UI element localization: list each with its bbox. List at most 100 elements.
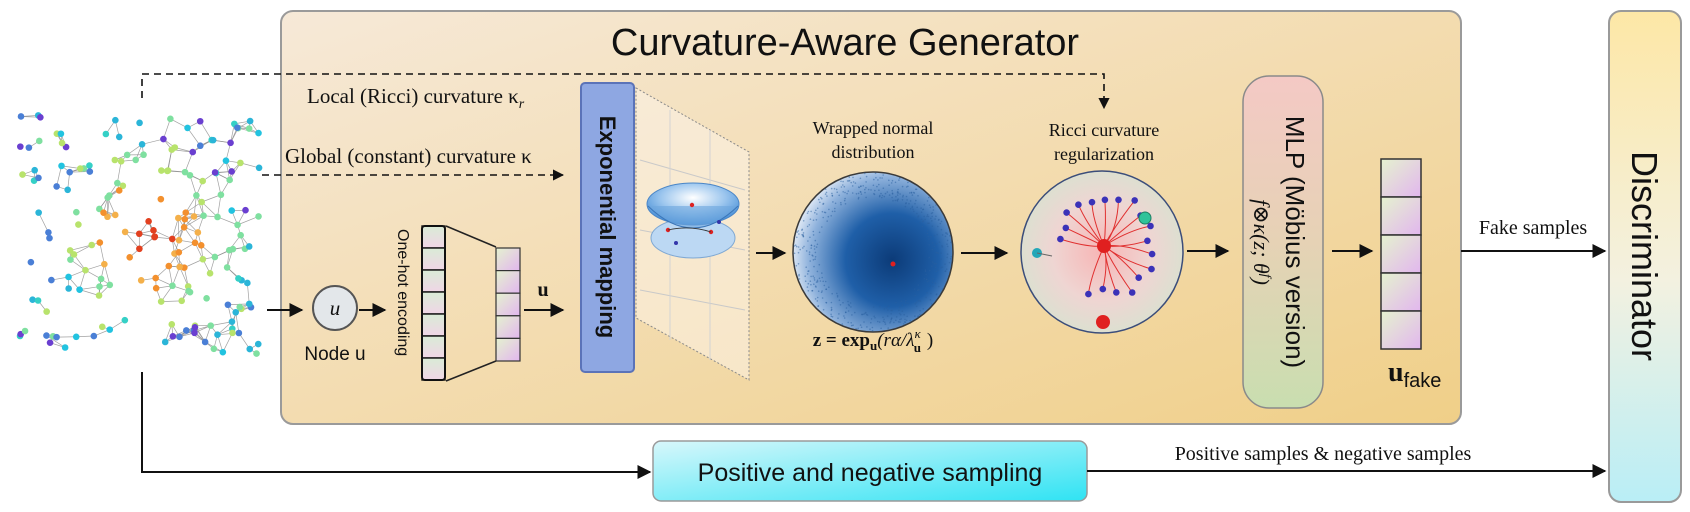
- graph-node: [245, 125, 253, 132]
- wrapped-sample: [924, 269, 927, 271]
- wrapped-sample: [809, 218, 812, 220]
- wrapped-sample: [932, 278, 935, 280]
- wrapped-sample: [891, 309, 893, 312]
- wrapped-sample: [914, 315, 916, 317]
- wrapped-sample: [844, 203, 847, 205]
- graph-node: [64, 186, 71, 194]
- graph-node: [43, 308, 50, 315]
- wrapped-sample: [937, 219, 940, 221]
- wrapped-sample: [930, 303, 933, 305]
- wrapped-sample: [940, 266, 942, 269]
- graph-node: [255, 164, 263, 172]
- wrapped-sample: [926, 280, 929, 283]
- wrapped-sample: [823, 284, 826, 287]
- wrapped-sample: [931, 248, 934, 251]
- wrapped-sample: [851, 192, 854, 194]
- wrapped-sample: [866, 326, 868, 328]
- one-hot-cell: [421, 269, 446, 293]
- wrapped-sample: [928, 244, 930, 246]
- wrapped-sample: [863, 313, 865, 316]
- wrapped-mean-point: [890, 261, 896, 267]
- graph-node: [19, 171, 26, 178]
- fake-embedding-cell: [1380, 234, 1422, 274]
- wrapped-sample: [875, 176, 877, 179]
- graph-node: [96, 239, 104, 246]
- graph-node: [196, 117, 204, 125]
- projection-line-bottom: [445, 360, 497, 382]
- wrapped-sample: [936, 233, 938, 236]
- graph-edge: [46, 335, 66, 348]
- wrapped-sample: [890, 317, 893, 320]
- wrapped-sample: [842, 191, 844, 193]
- wrapped-sample: [879, 194, 881, 197]
- wrapped-sample: [838, 313, 840, 315]
- wrapped-sample: [883, 308, 886, 310]
- wrapped-sample: [824, 193, 827, 195]
- wrapped-sample: [799, 248, 801, 251]
- wrapped-sample: [937, 225, 939, 228]
- wrapped-sample: [812, 259, 815, 261]
- graph-node: [75, 221, 82, 228]
- graph-node: [169, 282, 176, 290]
- wrapped-sample: [882, 174, 884, 176]
- wrapped-sample: [802, 220, 805, 222]
- graph-edge: [201, 201, 218, 218]
- u-vector-label: u: [537, 279, 548, 301]
- ricci-neighbor-node: [1085, 290, 1092, 298]
- wrapped-sample: [909, 319, 911, 322]
- wrapped-sample: [816, 213, 818, 215]
- wrapped-sample: [916, 212, 918, 215]
- graph-node: [214, 213, 221, 221]
- graph-edge: [186, 330, 206, 343]
- wrapped-sample: [847, 300, 849, 303]
- wrapped-sample: [861, 313, 863, 316]
- ricci-neighbor-node: [1075, 201, 1082, 208]
- wrapped-sample: [863, 321, 865, 323]
- wrapped-sample: [793, 252, 796, 255]
- wrapped-sample: [821, 290, 823, 292]
- wrapped-sample: [891, 189, 893, 192]
- wrapped-sample: [935, 251, 937, 254]
- wrapped-sample: [814, 251, 817, 254]
- wrapped-sample: [873, 315, 875, 318]
- wrapped-sample: [899, 318, 901, 321]
- graph-node: [76, 165, 84, 172]
- wrapped-sample: [896, 191, 899, 194]
- graph-edge: [104, 264, 111, 285]
- wrapped-sample: [825, 301, 827, 304]
- wrapped-sample: [905, 195, 908, 198]
- wrapped-sample: [910, 192, 913, 194]
- graph-edge: [163, 118, 171, 140]
- wrapped-sample: [915, 301, 918, 304]
- wrapped-sample: [881, 196, 883, 199]
- wrapped-sample: [900, 318, 902, 320]
- wrapped-sample: [905, 319, 908, 322]
- wrapped-sample: [904, 318, 906, 321]
- one-hot-frame: [421, 225, 446, 381]
- wrapped-sample: [924, 270, 927, 273]
- wrapped-sample: [914, 188, 917, 191]
- wrapped-sample: [814, 298, 817, 300]
- graph-node: [182, 327, 190, 334]
- wrapped-sample: [933, 262, 935, 265]
- wrapped-sample: [862, 185, 864, 187]
- graph-node: [194, 229, 202, 236]
- graph-node: [210, 345, 218, 353]
- wrapped-sample: [928, 204, 931, 206]
- graph-node: [62, 143, 70, 151]
- wrapped-sample: [902, 194, 904, 197]
- wrapped-sample: [931, 211, 934, 214]
- wrapped-sample: [828, 286, 830, 289]
- wrapped-sample: [804, 280, 807, 283]
- graph-node: [242, 206, 249, 214]
- wrapped-sample: [945, 268, 948, 271]
- wrapped-sample: [934, 282, 937, 285]
- graph-edge: [187, 127, 201, 146]
- wrapped-sample: [847, 321, 849, 324]
- wrapped-sample: [930, 217, 932, 220]
- wrapped-sample: [893, 321, 895, 324]
- graph-edge: [189, 175, 197, 196]
- graph-edge: [184, 151, 194, 173]
